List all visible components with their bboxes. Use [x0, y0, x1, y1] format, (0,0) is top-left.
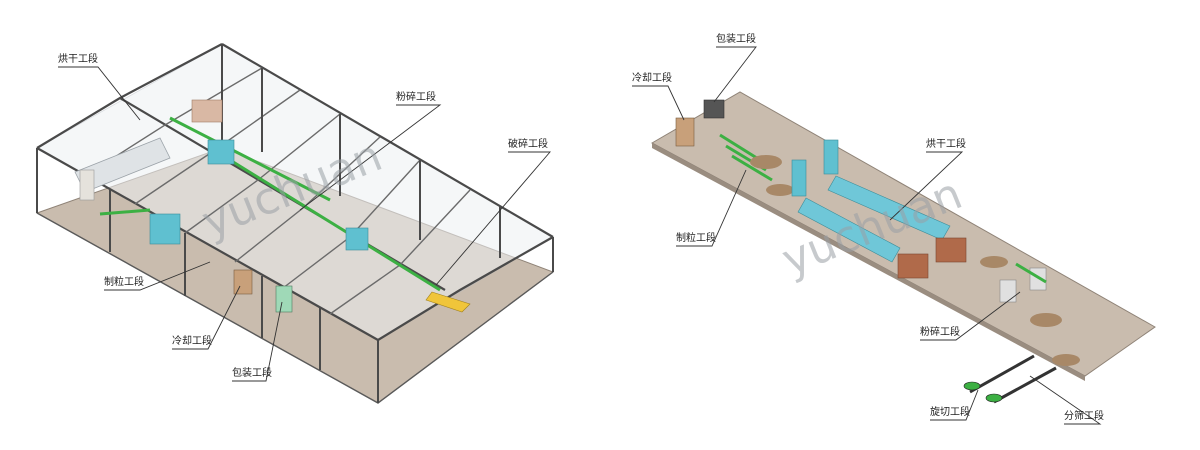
right-equipment — [675, 99, 1080, 404]
right-tower-2 — [791, 159, 807, 197]
left-label-grinding: 粉碎工段 — [396, 90, 436, 103]
right-pile-3 — [980, 256, 1008, 268]
left-cyan-unit-2 — [149, 213, 181, 245]
right-label-grinding: 粉碎工段 — [920, 325, 960, 338]
right-granulator-conveyor-1 — [719, 133, 761, 162]
right-screen-hopper — [985, 393, 1003, 403]
left-label-packaging: 包装工段 — [232, 366, 272, 379]
left-equipment — [74, 99, 471, 313]
right-pile-2 — [766, 184, 794, 196]
right-floor-edge — [652, 143, 1085, 381]
left-label-granulation: 制粒工段 — [104, 275, 144, 288]
right-grinder-1 — [999, 279, 1017, 303]
left-conveyor-1 — [169, 116, 331, 202]
left-cyan-unit-3 — [345, 227, 369, 251]
left-cooler — [233, 269, 253, 295]
right-cooler — [675, 117, 695, 147]
right-label-rotary-cutting: 旋切工段 — [930, 405, 970, 418]
right-pile-1 — [750, 155, 782, 169]
left-packer — [275, 285, 293, 313]
left-posts — [36, 44, 554, 403]
left-brown-box — [191, 99, 223, 123]
right-packer — [703, 99, 725, 119]
left-label-drying: 烘干工段 — [58, 52, 98, 65]
left-label-cooling: 冷却工段 — [172, 334, 212, 347]
right-label-drying: 烘干工段 — [926, 137, 966, 150]
left-cyclone — [79, 169, 95, 201]
left-conveyor-3 — [99, 208, 151, 216]
left-plant-diagram: 烘干工段 粉碎工段 破碎工段 制粒工段 冷却工段 包装工段 yuchuan — [35, 43, 555, 404]
right-cutter-hopper — [963, 381, 981, 391]
right-granulator-conveyor-3 — [731, 154, 773, 182]
right-label-packaging: 包装工段 — [716, 32, 756, 45]
right-label-screening: 分筛工段 — [1064, 409, 1104, 422]
right-furnace-1 — [935, 237, 967, 263]
right-tower-1 — [823, 139, 839, 175]
right-leader-lines — [632, 46, 1102, 425]
right-cutter-conveyor — [969, 354, 1035, 394]
left-cyan-unit-1 — [207, 139, 235, 165]
right-grinder-conveyor — [1015, 262, 1047, 284]
right-pile-4 — [1030, 313, 1062, 327]
right-label-cooling: 冷却工段 — [632, 71, 672, 84]
right-label-granulation: 制粒工段 — [676, 231, 716, 244]
right-furnace-2 — [897, 253, 929, 279]
right-dryer-2 — [797, 197, 901, 263]
left-crusher — [425, 291, 471, 313]
left-label-crushing: 破碎工段 — [508, 137, 548, 150]
right-screen-conveyor — [993, 366, 1057, 404]
right-pile-5 — [1052, 354, 1080, 366]
left-leader-lines — [58, 66, 551, 382]
right-plant-diagram: 包装工段 冷却工段 烘干工段 制粒工段 粉碎工段 旋切工段 分筛工段 yuchu… — [632, 32, 1156, 425]
left-conveyor-2 — [229, 158, 441, 292]
